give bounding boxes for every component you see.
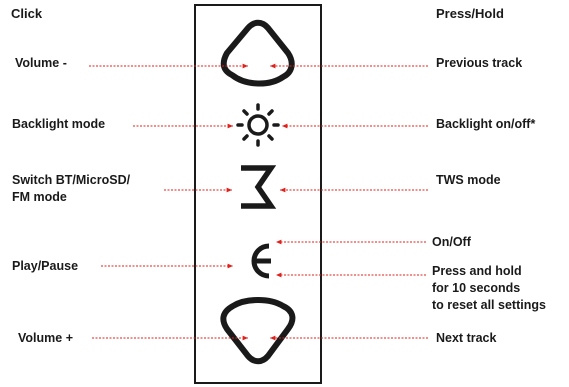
label-tws-mode: TWS mode [436, 173, 501, 187]
label-reset-line1: Press and hold [432, 264, 522, 278]
label-on-off: On/Off [432, 235, 471, 249]
label-next-track: Next track [436, 331, 497, 345]
mode-m-icon[interactable] [241, 165, 277, 209]
label-switch-mode-line2: FM mode [12, 190, 67, 204]
sun-icon[interactable] [236, 103, 280, 147]
label-switch-mode-line1: Switch BT/MicroSD/ [12, 173, 131, 187]
label-previous-track: Previous track [436, 56, 523, 70]
label-play-pause: Play/Pause [12, 259, 79, 273]
volume-up-triangle-icon[interactable] [220, 297, 296, 365]
label-reset-line2: for 10 seconds [432, 281, 521, 295]
label-reset-line3: to reset all settings [432, 298, 546, 312]
label-volume-minus: Volume - [15, 56, 67, 70]
volume-down-triangle-icon[interactable] [220, 19, 295, 87]
label-volume-plus: Volume + [18, 331, 73, 345]
power-icon[interactable] [251, 243, 271, 279]
label-backlight-toggle: Backlight on/off* [436, 117, 536, 131]
click-header: Click [11, 6, 43, 21]
press-hold-header: Press/Hold [436, 6, 504, 21]
label-backlight-mode: Backlight mode [12, 117, 106, 131]
button-panel [194, 4, 322, 384]
